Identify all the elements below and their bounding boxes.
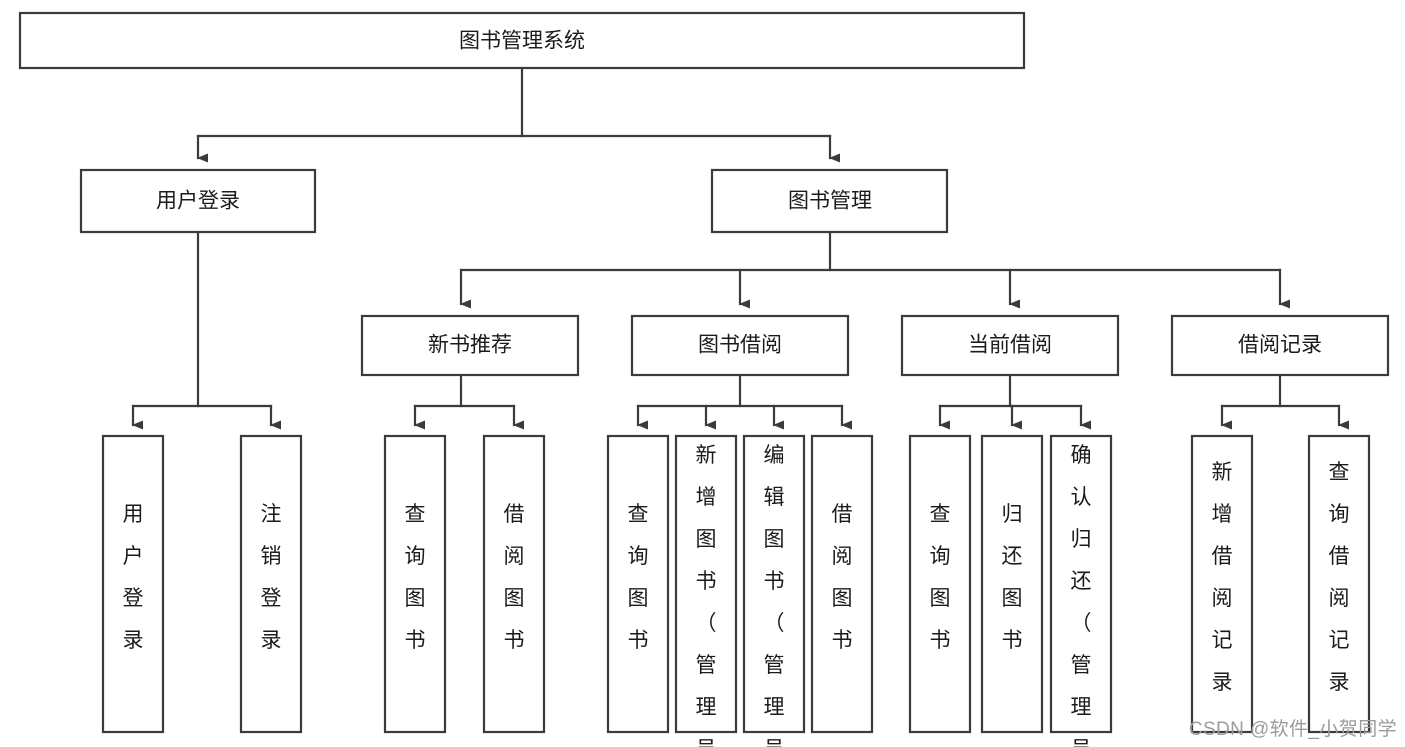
- leaf-user-login-label: 用户登录: [123, 503, 144, 652]
- leaf-node[interactable]: 编辑图书（管理员）: [742, 434, 806, 747]
- leaf-borrow-book-1-label: 借阅图书: [504, 503, 525, 652]
- leaf-return-book-label: 归还图书: [1002, 503, 1023, 652]
- leaf-query-book-2-label: 查询图书: [628, 503, 649, 652]
- leaf-borrow-book-1-box[interactable]: [482, 434, 546, 734]
- node-book-borrow-box[interactable]: [630, 314, 850, 377]
- node-root[interactable]: 图书管理系统: [18, 11, 1026, 70]
- connectors-borrow-record-to-leaves: [1220, 373, 1349, 430]
- leaf-node[interactable]: 新增借阅记录: [1190, 434, 1254, 734]
- leaf-query-book-1-box[interactable]: [383, 434, 447, 734]
- leaf-borrow-book-2-label: 借阅图书: [832, 503, 853, 652]
- leaf-logout-box[interactable]: [239, 434, 303, 734]
- leaf-user-login-box[interactable]: [101, 434, 165, 734]
- leaf-node[interactable]: 借阅图书: [810, 434, 874, 734]
- node-new-book-rec[interactable]: 新书推荐: [360, 314, 580, 377]
- leaf-query-record-label: 查询借阅记录: [1329, 461, 1350, 694]
- node-book-mgmt-box[interactable]: [710, 168, 949, 234]
- connectors-book-borrow-to-leaves: [636, 373, 852, 430]
- node-current-borrow-box[interactable]: [900, 314, 1120, 377]
- leaf-node[interactable]: 查询图书: [908, 434, 972, 734]
- node-root-label: 图书管理系统: [459, 30, 585, 53]
- node-book-borrow[interactable]: 图书借阅: [630, 314, 850, 377]
- leaf-node[interactable]: 查询图书: [606, 434, 670, 734]
- node-user-login-label: 用户登录: [156, 190, 240, 213]
- leaf-node[interactable]: 确认归还（管理员）: [1049, 434, 1113, 747]
- leaf-edit-book-label: 编辑图书（管理员）: [764, 444, 785, 747]
- leaf-node-layer: 用户登录 注销登录 查询图书 借阅图书 查询图书 新增图书（管理员） 编辑图书（管理员） 借阅…: [101, 434, 1371, 747]
- leaf-node[interactable]: 用户登录: [101, 434, 165, 734]
- leaf-add-book-label: 新增图书（管理员）: [696, 444, 717, 747]
- leaf-borrow-book-2-box[interactable]: [810, 434, 874, 734]
- node-borrow-record-label: 借阅记录: [1238, 334, 1322, 357]
- node-current-borrow-label: 当前借阅: [968, 334, 1052, 357]
- leaf-query-book-3-box[interactable]: [908, 434, 972, 734]
- leaf-node[interactable]: 注销登录: [239, 434, 303, 734]
- node-new-book-rec-label: 新书推荐: [428, 334, 512, 357]
- leaf-edit-book-box[interactable]: [742, 434, 806, 734]
- leaf-node[interactable]: 归还图书: [980, 434, 1044, 734]
- leaf-node[interactable]: 查询借阅记录: [1307, 434, 1371, 734]
- leaf-confirm-return-label: 确认归还（管理员）: [1071, 444, 1092, 747]
- node-root-box[interactable]: [18, 11, 1026, 70]
- leaf-query-book-2-box[interactable]: [606, 434, 670, 734]
- leaf-logout-label: 注销登录: [261, 503, 282, 652]
- node-new-book-rec-box[interactable]: [360, 314, 580, 377]
- leaf-add-book-box[interactable]: [674, 434, 738, 734]
- leaf-node[interactable]: 新增图书（管理员）: [674, 434, 738, 747]
- connectors-new-book-rec-to-leaves: [413, 373, 524, 430]
- node-book-mgmt[interactable]: 图书管理: [710, 168, 949, 234]
- node-borrow-record-box[interactable]: [1170, 314, 1390, 377]
- node-book-mgmt-label: 图书管理: [788, 190, 872, 213]
- connectors-user-login-to-leaves: [131, 230, 281, 430]
- connectors-current-borrow-to-leaves: [938, 373, 1091, 430]
- leaf-query-book-1-label: 查询图书: [405, 503, 426, 652]
- node-user-login[interactable]: 用户登录: [79, 168, 317, 234]
- node-current-borrow[interactable]: 当前借阅: [900, 314, 1120, 377]
- node-borrow-record[interactable]: 借阅记录: [1170, 314, 1390, 377]
- leaf-node[interactable]: 借阅图书: [482, 434, 546, 734]
- leaf-query-record-box[interactable]: [1307, 434, 1371, 734]
- leaf-add-record-box[interactable]: [1190, 434, 1254, 734]
- node-book-borrow-label: 图书借阅: [698, 334, 782, 357]
- leaf-return-book-box[interactable]: [980, 434, 1044, 734]
- node-user-login-box[interactable]: [79, 168, 317, 234]
- leaf-add-record-label: 新增借阅记录: [1212, 461, 1233, 694]
- leaf-node[interactable]: 查询图书: [383, 434, 447, 734]
- leaf-query-book-3-label: 查询图书: [930, 503, 951, 652]
- leaf-confirm-return-box[interactable]: [1049, 434, 1113, 734]
- connectors-book-mgmt-to-level3: [459, 230, 1290, 309]
- connectors-level1-to-level2: [196, 66, 840, 163]
